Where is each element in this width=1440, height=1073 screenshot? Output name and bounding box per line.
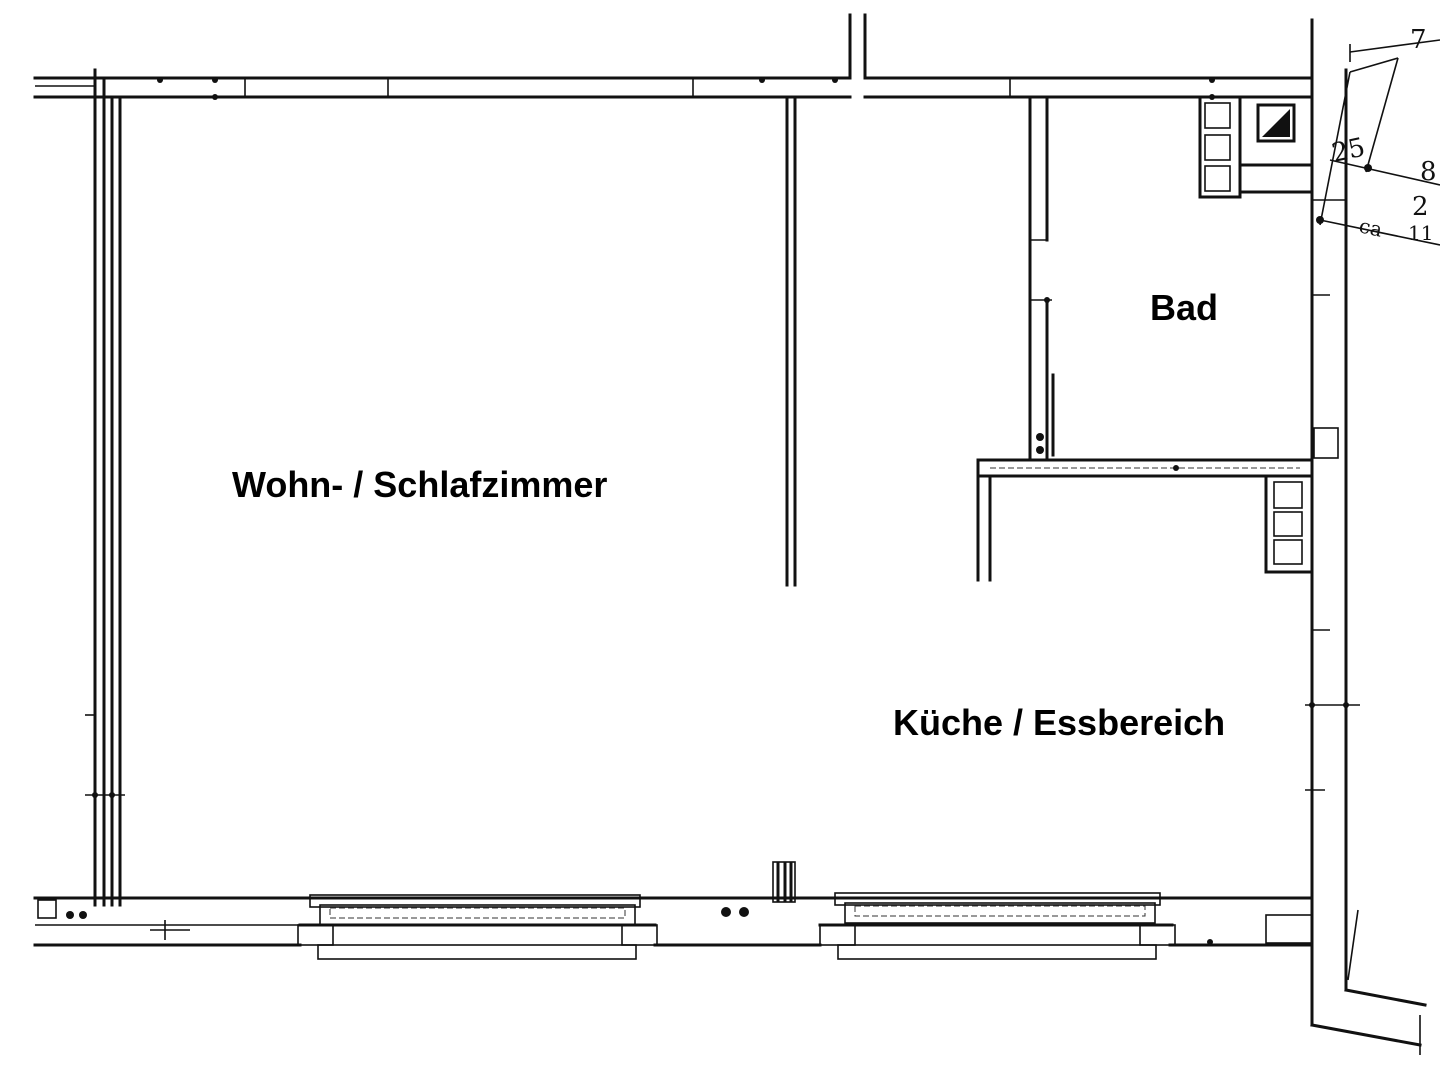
- ventilation-symbol: [1256, 103, 1296, 143]
- dim-ca: ca: [1357, 213, 1385, 241]
- room-label-wohn-schlaf: Wohn- / Schlafzimmer: [232, 464, 607, 505]
- room-label-kueche: Küche / Essbereich: [893, 702, 1225, 743]
- shaft-cabinet-top: [1198, 95, 1314, 199]
- dim-top-right: 7: [1410, 25, 1427, 55]
- left-outer-wall: [85, 68, 125, 907]
- radiator-symbol: [721, 861, 796, 917]
- shaft-cabinet-kitchen: [1264, 474, 1314, 574]
- dim-25: 25: [1329, 133, 1368, 169]
- dim-11: 11: [1408, 221, 1433, 245]
- room-label-bad: Bad: [1150, 287, 1218, 328]
- partition-wall: [785, 95, 797, 587]
- dimension-lines: [1316, 39, 1440, 981]
- window-left: [297, 894, 658, 960]
- dim-2: 2: [1412, 192, 1429, 222]
- bottom-outer-wall: [33, 896, 1314, 947]
- dim-8: 8: [1420, 157, 1437, 187]
- window-right: [818, 892, 1176, 960]
- bathroom-walls: [976, 95, 1314, 582]
- top-outer-wall: [33, 13, 1314, 100]
- right-outer-wall: [1265, 18, 1427, 1055]
- dimension-labels: 7 25 8 2 ca 11: [1329, 25, 1436, 245]
